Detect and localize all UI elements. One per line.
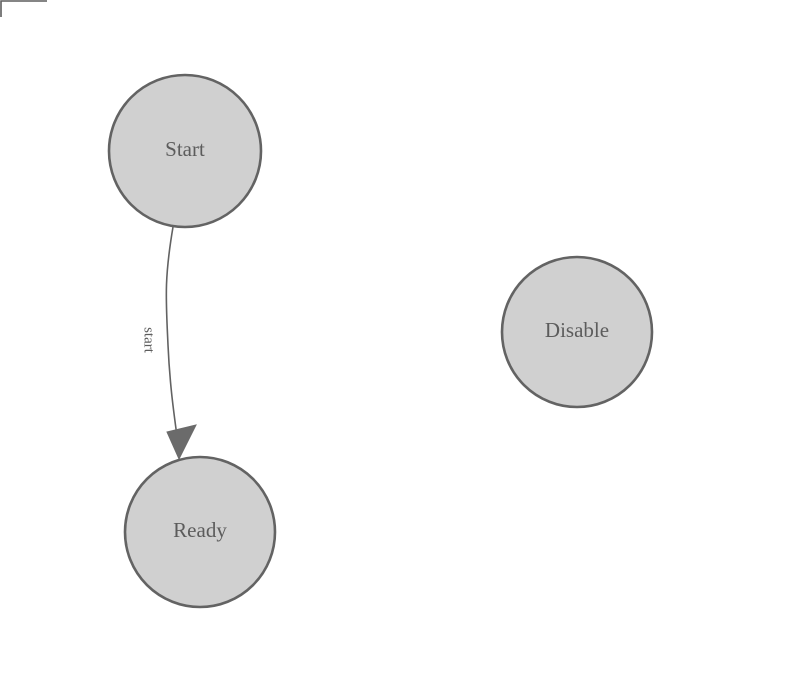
node-disable-label: Disable [545,318,609,342]
node-ready[interactable]: Ready [123,455,277,609]
edge-start-to-ready[interactable]: start [141,226,197,461]
node-ready-label: Ready [173,518,227,542]
nodes-layer: Start Ready Disable [107,73,654,609]
node-disable-circle [500,255,654,409]
edge-label-start: start [141,327,157,354]
node-start-circle [107,73,263,229]
edges-layer: start [141,226,197,461]
node-ready-circle [123,455,277,609]
arrowhead-icon [166,424,197,461]
node-start[interactable]: Start [107,73,263,229]
corner-bracket-icon [0,0,47,17]
node-start-label: Start [165,137,205,161]
edge-line [165,226,179,445]
node-disable[interactable]: Disable [500,255,654,409]
